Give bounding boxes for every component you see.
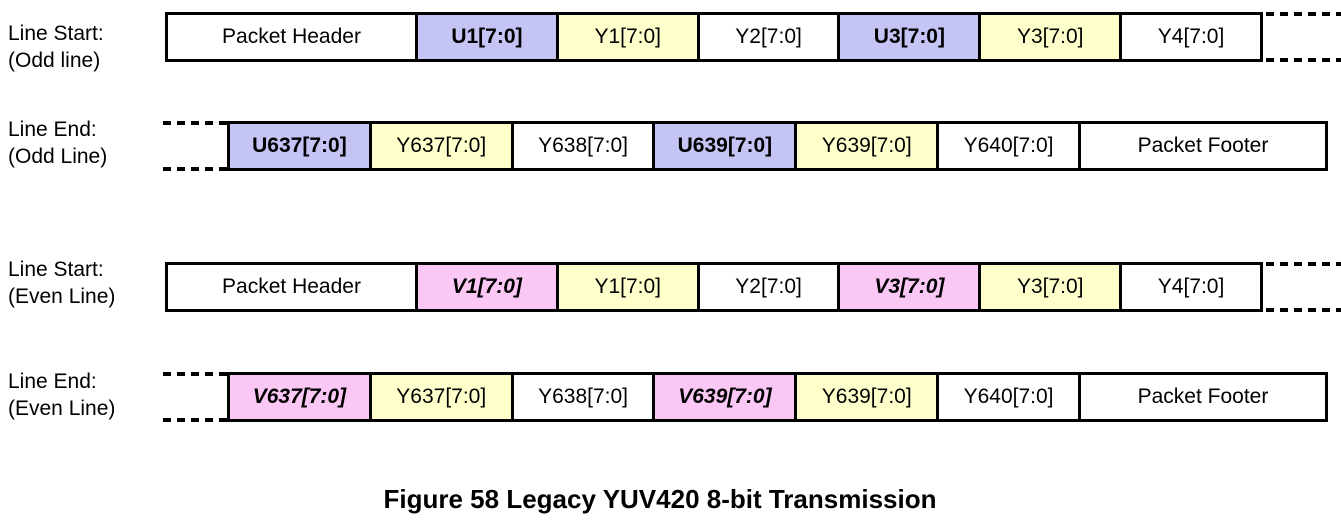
row-label-line2: (Even Line) (8, 397, 116, 420)
sample-cell-y4: Y4[7:0] (1119, 15, 1260, 59)
figure-caption: Figure 58 Legacy YUV420 8-bit Transmissi… (383, 484, 937, 514)
sample-cell-v3: V3[7:0] (837, 265, 979, 309)
packet-byte-bar: V637[7:0]Y637[7:0]Y638[7:0]V639[7:0]Y639… (227, 372, 1328, 422)
row-label-line1: Line Start: (8, 258, 104, 281)
sample-cell-u637: U637[7:0] (230, 124, 369, 168)
line-continuation-dots-top (1266, 262, 1341, 266)
sample-cell-v1: V1[7:0] (415, 265, 556, 309)
sample-cell-u3: U3[7:0] (837, 15, 979, 59)
sample-cell-y637: Y637[7:0] (368, 124, 511, 168)
sample-cell-y4: Y4[7:0] (1119, 265, 1260, 309)
line-continuation-dots-bottom (1266, 308, 1341, 312)
sample-cell-v639: V639[7:0] (652, 375, 795, 419)
sample-cell-v637: V637[7:0] (230, 375, 369, 419)
sample-cell-y639: Y639[7:0] (794, 124, 937, 168)
sample-cell-y2: Y2[7:0] (696, 265, 838, 309)
sample-cell-u1: U1[7:0] (415, 15, 556, 59)
sample-cell-y3: Y3[7:0] (978, 15, 1120, 59)
row-label-line1: Line End: (8, 370, 97, 393)
sample-cell-y1: Y1[7:0] (555, 15, 697, 59)
sample-cell-y1: Y1[7:0] (555, 265, 697, 309)
sample-cell-u639: U639[7:0] (652, 124, 795, 168)
row-label-line2: (Even Line) (8, 285, 116, 308)
line-continuation-dots-bottom (163, 167, 227, 171)
sample-cell-y640: Y640[7:0] (936, 375, 1078, 419)
row-label: Line End: (Even Line) (8, 368, 115, 422)
row-label: Line Start: (Odd line) (8, 20, 104, 74)
sample-cell-y638: Y638[7:0] (510, 124, 653, 168)
packet-footer-cell: Packet Footer (1077, 375, 1325, 419)
row-label-line1: Line Start: (8, 22, 104, 45)
line-continuation-dots-bottom (1266, 58, 1341, 62)
sample-cell-y3: Y3[7:0] (978, 265, 1120, 309)
row-label-line1: Line End: (8, 118, 97, 141)
sample-cell-y2: Y2[7:0] (696, 15, 838, 59)
packet-header-cell: Packet Header (168, 15, 415, 59)
line-continuation-dots-top (1266, 12, 1341, 16)
packet-byte-bar: U637[7:0]Y637[7:0]Y638[7:0]U639[7:0]Y639… (227, 121, 1328, 171)
sample-cell-y638: Y638[7:0] (510, 375, 653, 419)
packet-header-cell: Packet Header (168, 265, 415, 309)
line-continuation-dots-top (163, 121, 227, 125)
line-continuation-dots-bottom (163, 418, 227, 422)
row-label: Line End: (Odd Line) (8, 116, 107, 170)
line-continuation-dots-top (163, 372, 227, 376)
row-label: Line Start: (Even Line) (8, 256, 115, 310)
sample-cell-y637: Y637[7:0] (368, 375, 511, 419)
row-label-line2: (Odd Line) (8, 145, 108, 168)
packet-footer-cell: Packet Footer (1077, 124, 1325, 168)
sample-cell-y639: Y639[7:0] (794, 375, 937, 419)
row-label-line2: (Odd line) (8, 49, 101, 72)
sample-cell-y640: Y640[7:0] (936, 124, 1078, 168)
